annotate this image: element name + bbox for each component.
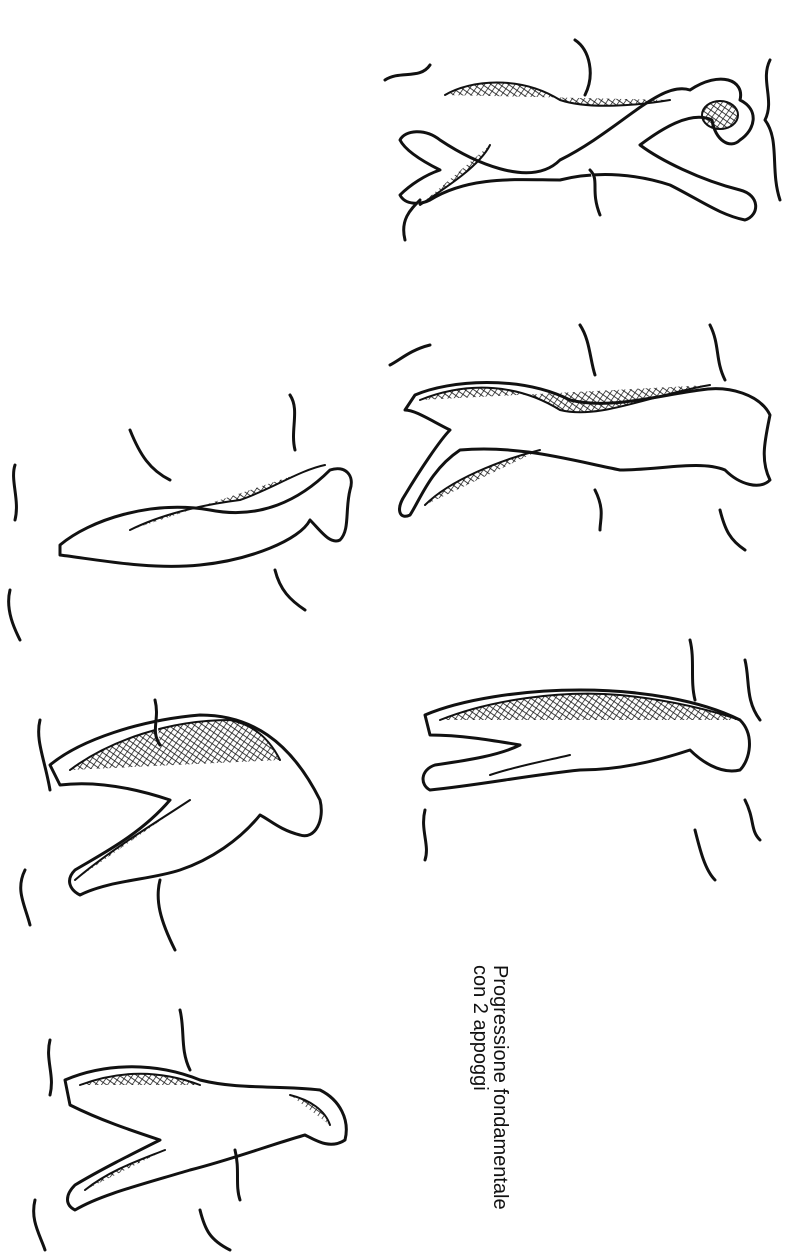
climber-top-right bbox=[385, 40, 780, 240]
caption: Progressione fondamentale con 2 appoggi bbox=[470, 965, 510, 1210]
caption-line-1: Progressione fondamentale bbox=[490, 965, 510, 1210]
climber-lower-left bbox=[21, 700, 322, 950]
climber-middle-right bbox=[390, 325, 770, 550]
climber-middle-left bbox=[9, 395, 352, 640]
climber-lower-right bbox=[423, 640, 760, 880]
caption-line-2: con 2 appoggi bbox=[470, 965, 490, 1210]
climber-bottom-left bbox=[34, 1010, 347, 1250]
